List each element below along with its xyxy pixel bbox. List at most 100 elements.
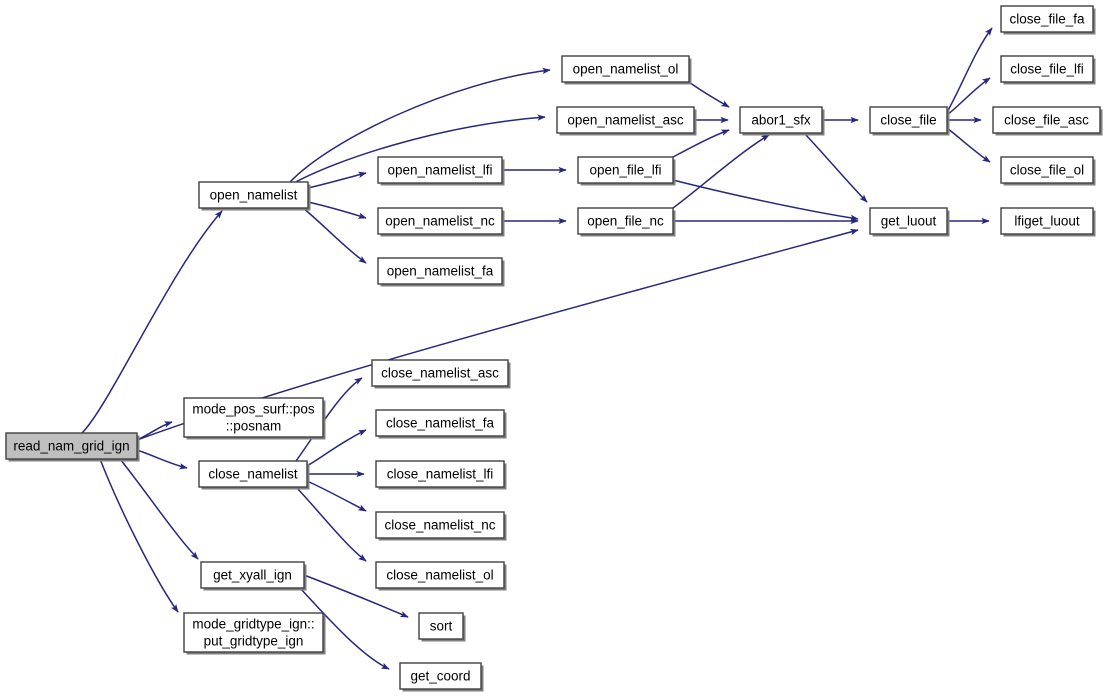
- node-label: close_file_ol: [1010, 163, 1084, 178]
- call-edge-close_file-to-close_file_ol: [946, 127, 991, 163]
- graph-node-close_namelist_fa[interactable]: close_namelist_fa: [375, 409, 507, 439]
- node-box[interactable]: [375, 460, 505, 488]
- node-label: mode_gridtype_ign::: [192, 617, 314, 632]
- node-label: abor1_sfx: [751, 113, 811, 128]
- graph-node-get_luout[interactable]: get_luout: [869, 207, 950, 237]
- node-label: close_file: [880, 113, 936, 128]
- node-label: ::posnam: [226, 419, 282, 434]
- node-box[interactable]: [5, 432, 138, 460]
- node-box[interactable]: [198, 460, 308, 488]
- nodes-layer: read_nam_grid_ign open_namelist open_namel…: [5, 5, 1103, 692]
- graph-node-close_file[interactable]: close_file: [869, 106, 950, 136]
- node-box[interactable]: [377, 257, 503, 285]
- call-edge-close_namelist-to-close_namelist_asc: [295, 377, 363, 462]
- graph-node-open_namelist_lfi[interactable]: open_namelist_lfi: [377, 156, 505, 186]
- node-box[interactable]: [418, 612, 464, 640]
- node-box[interactable]: [399, 662, 482, 690]
- graph-node-close_file_ol[interactable]: close_file_ol: [1000, 156, 1096, 186]
- node-label: close_namelist_ol: [386, 568, 493, 583]
- graph-node-open_namelist_nc[interactable]: open_namelist_nc: [377, 207, 505, 237]
- node-box[interactable]: [377, 156, 503, 184]
- node-box[interactable]: [183, 397, 324, 438]
- graph-node-close_namelist_asc[interactable]: close_namelist_asc: [371, 359, 511, 389]
- node-box[interactable]: [377, 207, 503, 235]
- graph-node-close_namelist_nc[interactable]: close_namelist_nc: [375, 511, 507, 541]
- call-edge-close_namelist-to-close_namelist_fa: [306, 429, 367, 467]
- call-edge-read_nam_grid_ign-to-open_namelist: [81, 210, 223, 434]
- graph-node-open_namelist[interactable]: open_namelist: [198, 181, 311, 211]
- graph-node-sort[interactable]: sort: [418, 612, 466, 642]
- node-label: mode_pos_surf::pos: [192, 402, 315, 417]
- graph-node-lfiget_luout[interactable]: lfiget_luout: [1000, 207, 1096, 237]
- node-label: close_file_fa: [1009, 12, 1085, 27]
- graph-node-close_file_lfi[interactable]: close_file_lfi: [1000, 55, 1096, 85]
- graph-node-open_file_nc[interactable]: open_file_nc: [577, 207, 676, 237]
- graph-node-abor1_sfx[interactable]: abor1_sfx: [739, 106, 825, 136]
- call-edge-abor1_sfx-to-get_luout: [803, 132, 868, 203]
- node-label: close_namelist_lfi: [387, 467, 494, 482]
- node-label: open_namelist_nc: [385, 214, 495, 229]
- node-box[interactable]: [183, 612, 324, 653]
- node-label: open_namelist_lfi: [387, 163, 492, 178]
- call-edge-get_xyall_ign-to-get_coord: [299, 587, 390, 670]
- node-label: open_file_nc: [587, 214, 664, 229]
- graph-node-close_file_fa[interactable]: close_file_fa: [1000, 5, 1096, 35]
- node-label: open_namelist_ol: [573, 62, 679, 77]
- call-edge-open_namelist-to-open_namelist_ol: [289, 67, 551, 183]
- call-edge-open_namelist-to-open_namelist_nc: [307, 201, 367, 219]
- node-label: get_xyall_ign: [213, 568, 292, 583]
- node-label: close_namelist_nc: [384, 518, 495, 533]
- node-label: close_file_asc: [1004, 113, 1089, 128]
- call-edge-open_namelist-to-open_namelist_asc: [291, 114, 546, 185]
- node-label: read_nam_grid_ign: [13, 439, 129, 454]
- node-box[interactable]: [556, 106, 695, 134]
- call-edge-close_namelist-to-close_namelist_nc: [306, 480, 367, 512]
- call-edge-close_file-to-close_file_lfi: [946, 77, 991, 116]
- graph-node-mode_pos_surf_posnam[interactable]: mode_pos_surf::pos::posnam: [183, 397, 326, 440]
- node-box[interactable]: [992, 106, 1101, 134]
- node-label: lfiget_luout: [1014, 214, 1080, 229]
- call-edge-read_nam_grid_ign-to-mode_gridtype_ign_put: [99, 458, 179, 613]
- node-box[interactable]: [198, 181, 309, 209]
- graph-node-open_namelist_asc[interactable]: open_namelist_asc: [556, 106, 697, 136]
- node-label: put_gridtype_ign: [204, 634, 304, 649]
- node-box[interactable]: [1000, 207, 1094, 235]
- call-edge-open_namelist-to-open_namelist_lfi: [307, 171, 367, 189]
- graph-node-get_xyall_ign[interactable]: get_xyall_ign: [200, 561, 307, 591]
- graph-node-get_coord[interactable]: get_coord: [399, 662, 484, 692]
- graph-node-close_file_asc[interactable]: close_file_asc: [992, 106, 1103, 136]
- node-box[interactable]: [561, 55, 690, 83]
- node-box[interactable]: [375, 511, 505, 539]
- graph-node-close_namelist[interactable]: close_namelist: [198, 460, 310, 490]
- node-label: open_namelist_asc: [567, 113, 684, 128]
- call-edge-open_file_lfi-to-get_luout: [672, 179, 859, 221]
- graph-node-mode_gridtype_ign_put[interactable]: mode_gridtype_ign::put_gridtype_ign: [183, 612, 326, 655]
- graph-node-close_namelist_ol[interactable]: close_namelist_ol: [375, 561, 507, 591]
- node-box[interactable]: [1000, 156, 1094, 184]
- node-box[interactable]: [1000, 5, 1094, 33]
- graph-node-close_namelist_lfi[interactable]: close_namelist_lfi: [375, 460, 507, 490]
- node-label: get_luout: [881, 214, 937, 229]
- node-label: close_namelist_asc: [381, 366, 499, 381]
- node-box[interactable]: [869, 207, 948, 235]
- call-edge-read_nam_grid_ign-to-mode_pos_surf_posnam: [136, 421, 173, 441]
- node-box[interactable]: [375, 561, 505, 589]
- node-box[interactable]: [577, 207, 674, 235]
- node-box[interactable]: [371, 359, 509, 387]
- node-box[interactable]: [1000, 55, 1094, 83]
- node-box[interactable]: [375, 409, 505, 437]
- graph-node-open_namelist_fa[interactable]: open_namelist_fa: [377, 257, 505, 287]
- call-edge-open_file_nc-to-abor1_sfx: [672, 134, 770, 209]
- node-box[interactable]: [869, 106, 948, 134]
- node-label: open_file_lfi: [589, 163, 661, 178]
- graph-node-read_nam_grid_ign[interactable]: read_nam_grid_ign: [5, 432, 140, 462]
- node-box[interactable]: [739, 106, 823, 134]
- graph-node-open_file_lfi[interactable]: open_file_lfi: [577, 156, 676, 186]
- graph-node-open_namelist_ol[interactable]: open_namelist_ol: [561, 55, 692, 85]
- node-label: open_namelist_fa: [387, 264, 494, 279]
- node-box[interactable]: [200, 561, 305, 589]
- node-label: open_namelist: [210, 188, 298, 203]
- call-edge-open_namelist_ol-to-abor1_sfx: [688, 81, 730, 108]
- node-box[interactable]: [577, 156, 674, 184]
